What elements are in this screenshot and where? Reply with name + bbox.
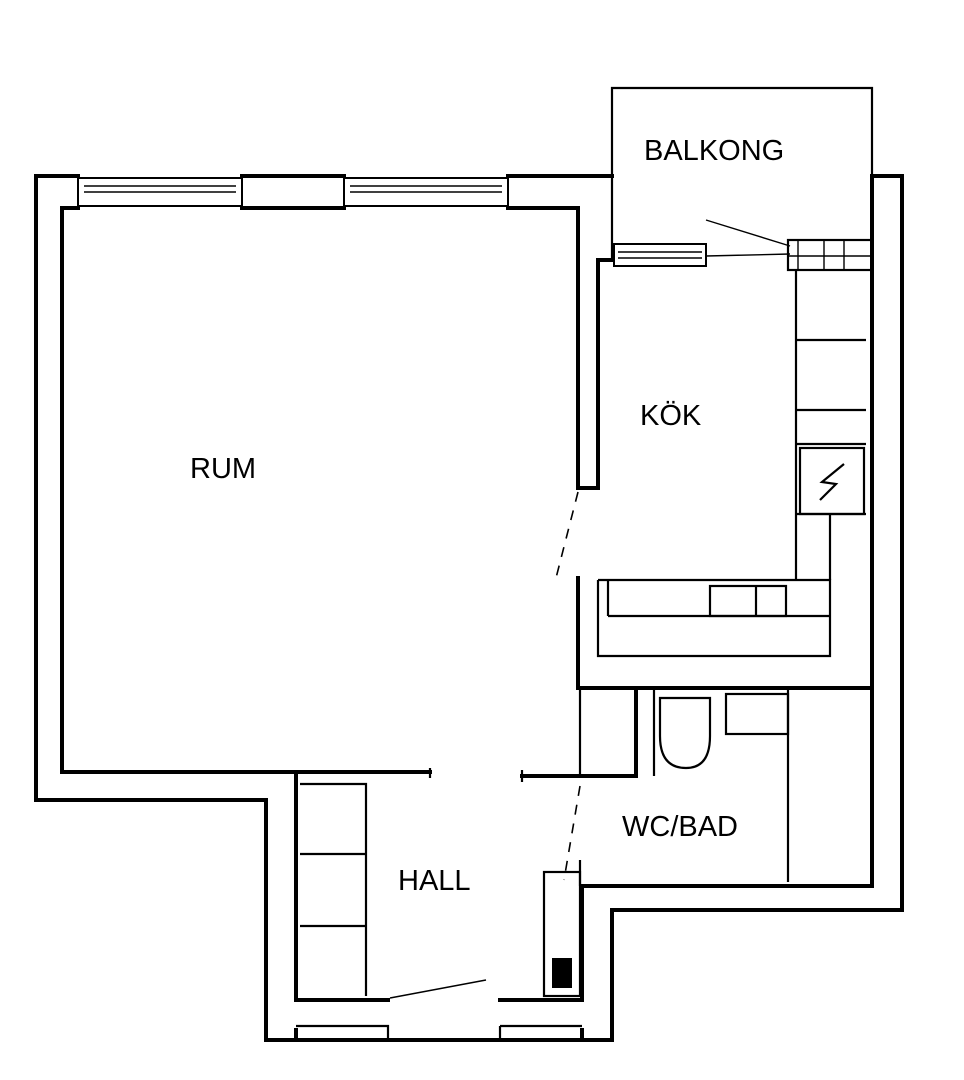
- hall: [294, 768, 582, 999]
- rum-kok-wall: [555, 206, 874, 690]
- room-label-wc-bad: WC/BAD: [622, 811, 738, 843]
- room-label-kok: KÖK: [640, 400, 702, 432]
- outer-walls: [34, 174, 904, 1042]
- bathroom: [520, 686, 790, 882]
- room-label-balkong: BALKONG: [644, 135, 784, 167]
- balcony: [610, 86, 874, 272]
- room-label-hall: HALL: [398, 865, 471, 897]
- lightning-bolt-icon: [819, 463, 845, 501]
- rum-windows: [77, 174, 614, 210]
- kitchen-cabinets: [596, 270, 866, 658]
- room-label-rum: RUM: [190, 453, 256, 485]
